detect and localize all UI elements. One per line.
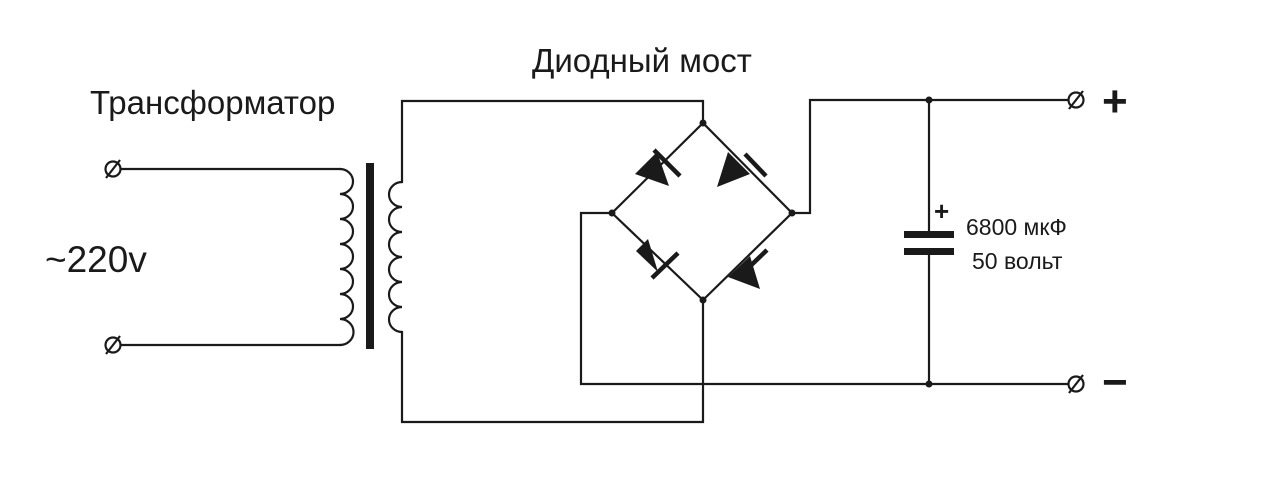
secondary-wire-top	[400, 99, 705, 184]
diode-bridge-label: Диодный мост	[532, 42, 752, 79]
transformer-core	[366, 163, 374, 349]
junction-positive	[925, 96, 933, 104]
output-terminal-negative	[1067, 374, 1085, 394]
capacitor-voltage-label: 50 вольт	[972, 248, 1063, 274]
bridge-diamond	[610, 121, 794, 302]
capacitor	[904, 231, 954, 255]
input-terminal-top	[104, 159, 122, 179]
input-terminal-bottom	[104, 335, 122, 355]
primary-winding	[339, 167, 355, 347]
secondary-wire-bottom	[400, 298, 705, 424]
input-voltage-label: ~220v	[45, 239, 147, 280]
bridge-node-top	[699, 119, 707, 127]
junction-negative	[925, 380, 933, 388]
capacitor-plus-mark: +	[934, 196, 949, 226]
diode-bottom-right	[728, 248, 769, 289]
secondary-winding	[387, 180, 403, 334]
negative-rail	[579, 211, 1070, 386]
capacitance-label: 6800 мкФ	[966, 214, 1067, 240]
output-minus-label: −	[1102, 358, 1128, 407]
diode-bottom-left	[636, 239, 680, 280]
bridge-node-bottom	[699, 296, 707, 304]
diode-top-right	[717, 152, 768, 187]
output-terminal-positive	[1067, 90, 1085, 110]
output-plus-label: +	[1102, 77, 1128, 126]
positive-rail	[790, 98, 1070, 215]
diode-top-left	[635, 148, 682, 186]
transformer-label: Трансформатор	[90, 84, 335, 121]
